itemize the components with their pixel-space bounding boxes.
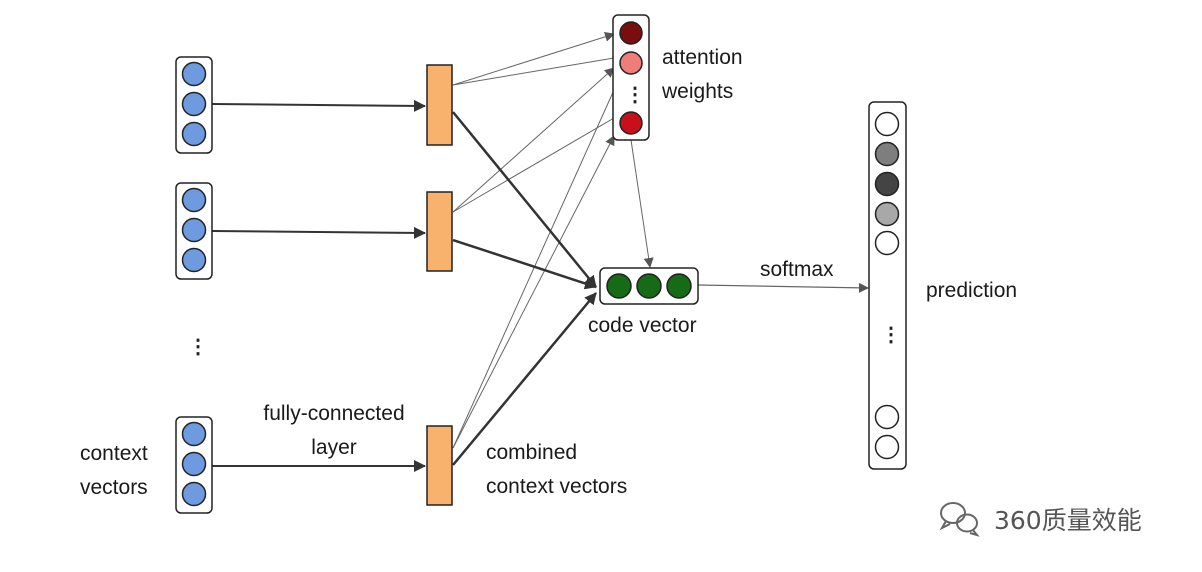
context-node: [181, 91, 207, 117]
attention-ellipsis: ⋮: [625, 84, 645, 106]
attention-node: [619, 51, 643, 75]
context-node: [181, 121, 207, 147]
prediction-node: [874, 434, 900, 460]
softmax-label: softmax: [760, 258, 834, 281]
attention-edges: [452, 31, 615, 449]
prediction-ellipsis: ⋮: [881, 324, 901, 346]
wechat-logo-icon: [939, 502, 980, 537]
prediction-vector: [868, 101, 907, 470]
fc-layer-label-line1: fully-connected: [263, 402, 404, 425]
context-node: [181, 187, 207, 213]
combined-label-line2: context vectors: [486, 475, 627, 498]
context-vectors-label-line1: context: [80, 442, 148, 465]
context-ellipsis: ⋮: [188, 336, 208, 358]
attention-weights-vector: [612, 14, 650, 141]
context-node: [181, 481, 207, 507]
attention-label-line2: weights: [661, 80, 733, 103]
fc-nodes: [426, 64, 453, 506]
context-vector-1: [175, 56, 213, 154]
prediction-node: [874, 171, 900, 197]
context-vector-n: [175, 416, 213, 514]
attention-to-code-arrow: [630, 139, 654, 268]
attention-node: [619, 21, 643, 45]
prediction-node: [874, 230, 900, 256]
code-vector-label: code vector: [588, 314, 697, 337]
softmax-arrow: [697, 282, 869, 293]
code-vector: [599, 267, 699, 305]
prediction-label: prediction: [926, 279, 1017, 302]
context-node: [181, 247, 207, 273]
prediction-node: [874, 111, 900, 137]
fc-layer-label-line2: layer: [311, 436, 357, 459]
attention-label-line1: attention: [662, 46, 743, 69]
code-node: [606, 273, 632, 299]
code-node: [666, 273, 692, 299]
fc-node: [426, 425, 453, 506]
context-vectors-label-line2: vectors: [80, 476, 148, 499]
prediction-node: [874, 404, 900, 430]
context-node: [181, 421, 207, 447]
fc-node: [426, 64, 453, 146]
context-node: [181, 61, 207, 87]
context-to-fc-arrows: [211, 99, 426, 472]
combined-label-line1: combined: [486, 441, 577, 464]
code-node: [636, 273, 662, 299]
watermark-text: 360质量效能: [994, 506, 1142, 535]
fc-node: [426, 191, 453, 272]
context-node: [181, 217, 207, 243]
fc-to-code-arrows: [452, 111, 597, 466]
prediction-node: [874, 141, 900, 167]
attention-node: [619, 111, 643, 135]
context-vector-2: [175, 182, 213, 280]
context-node: [181, 451, 207, 477]
prediction-node: [874, 201, 900, 227]
